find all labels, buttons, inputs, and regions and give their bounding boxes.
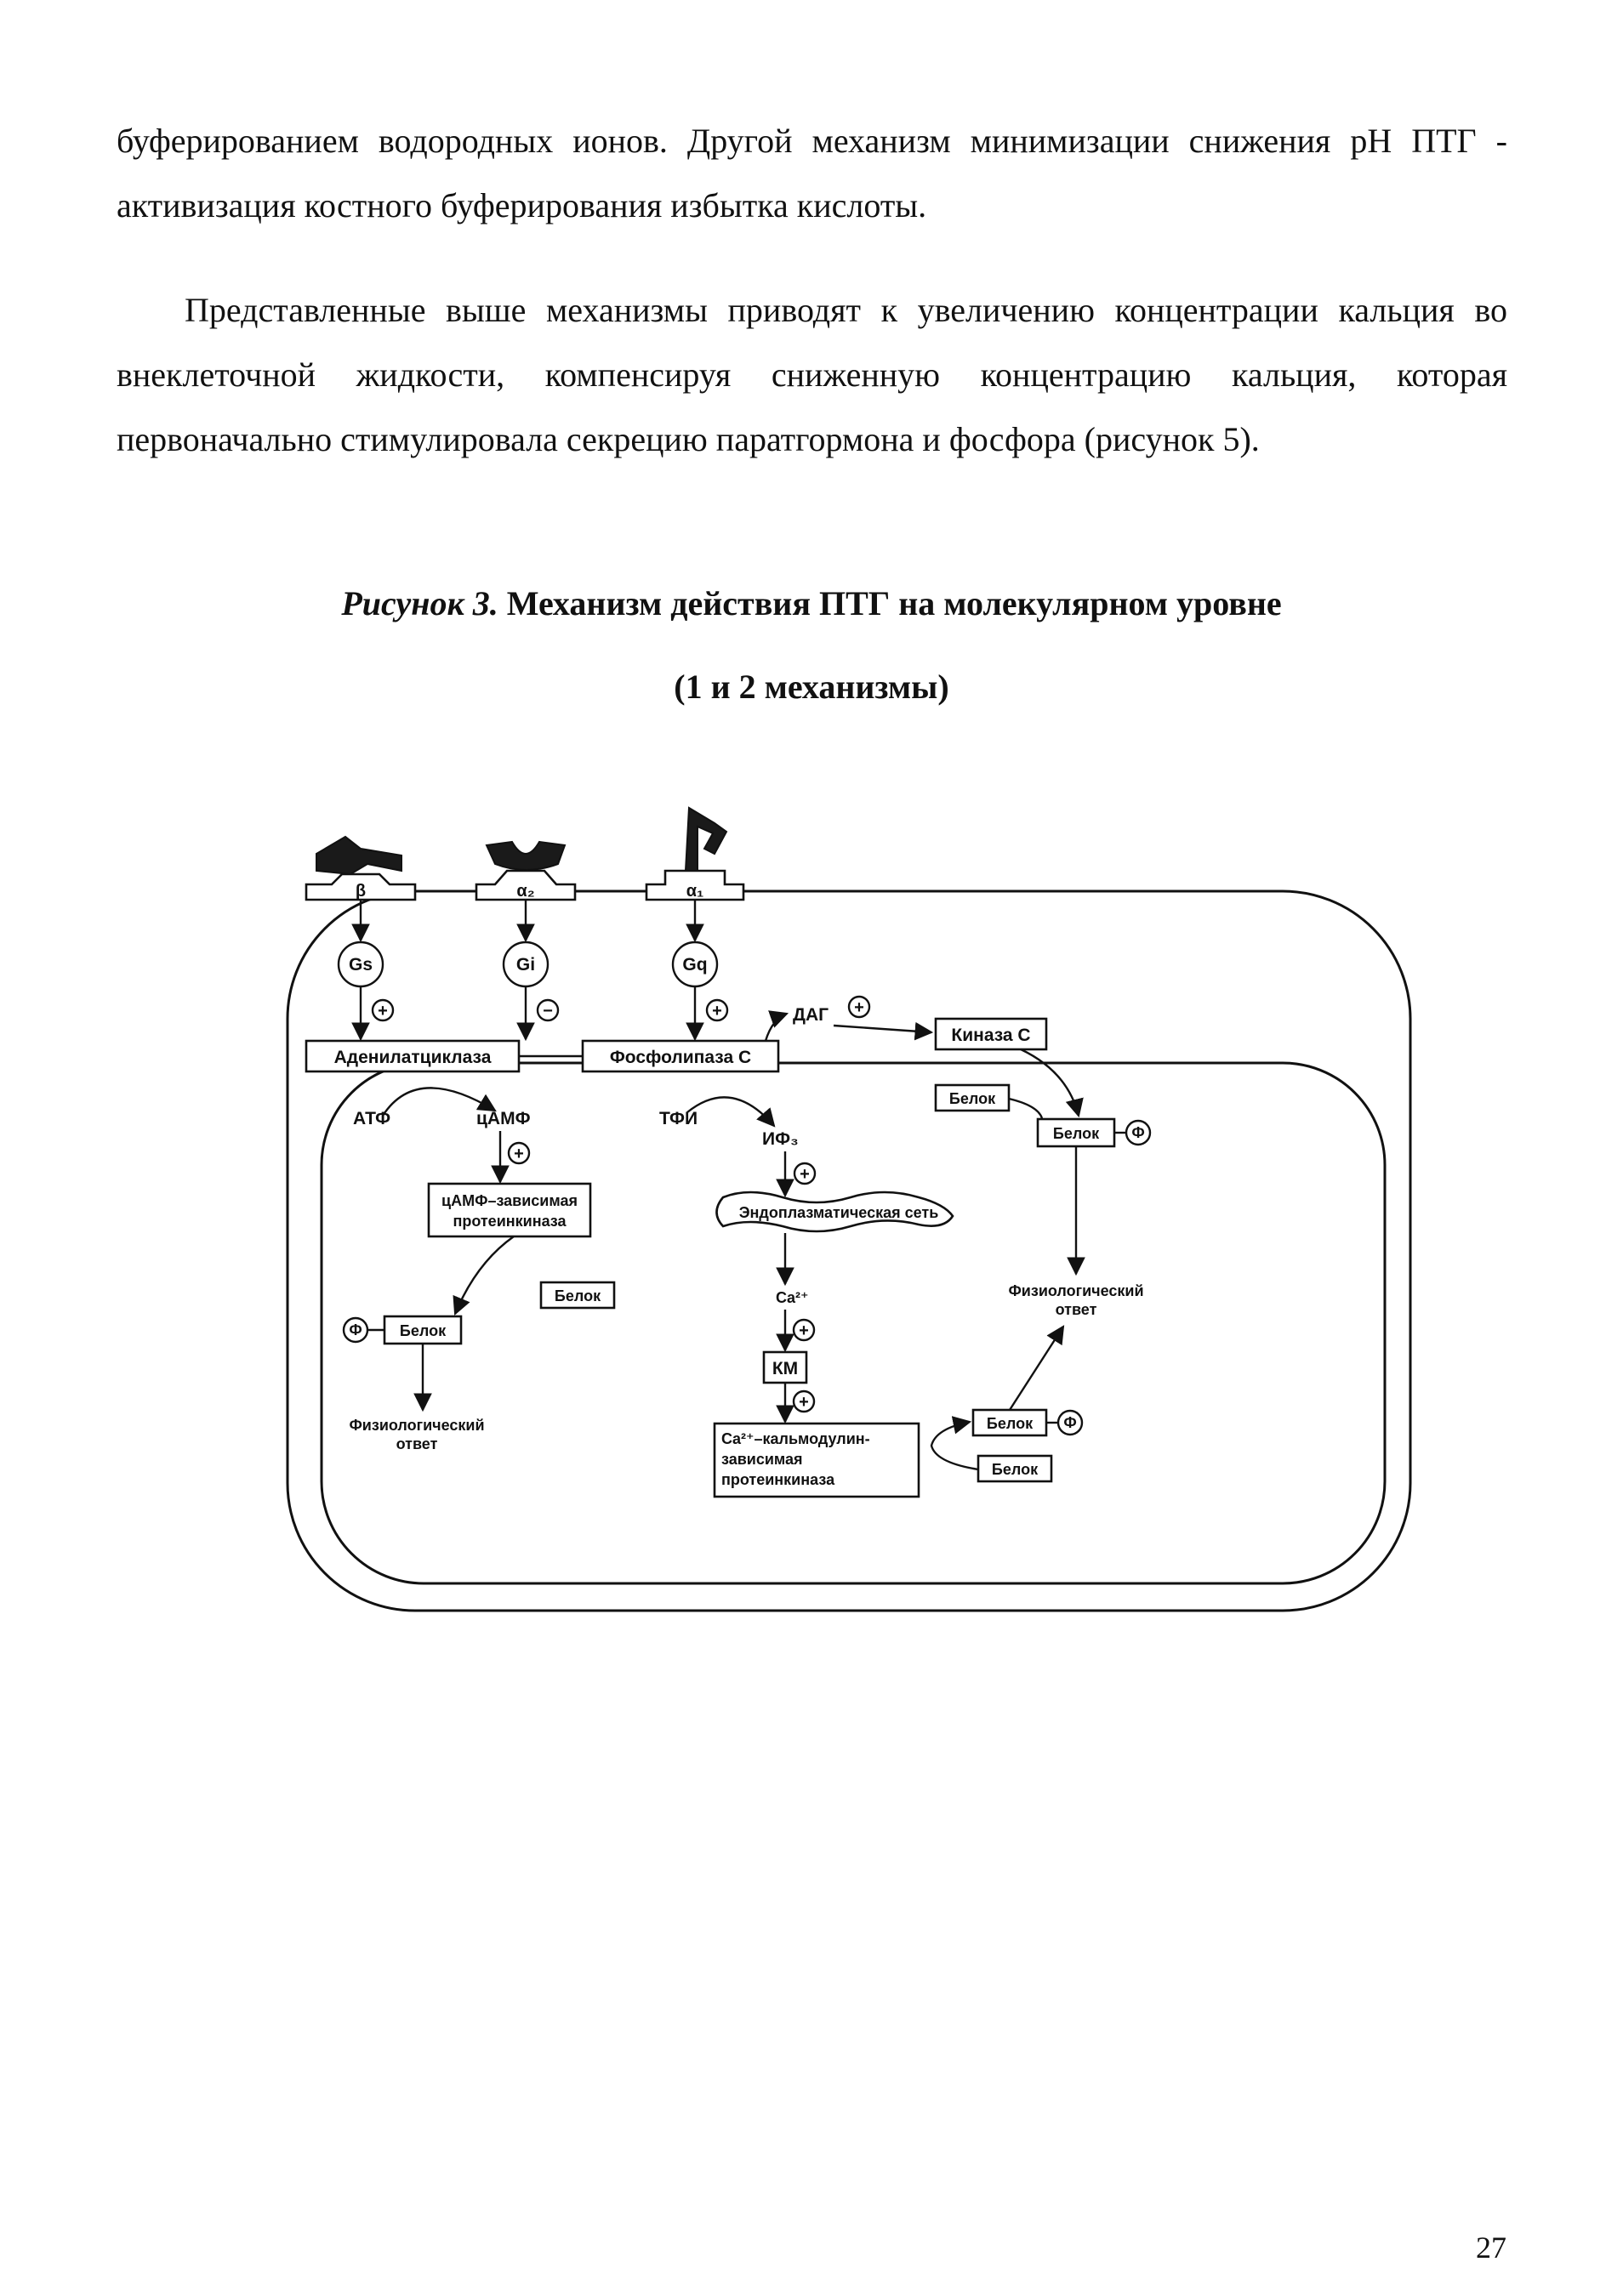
phospholipase-c-label: Фосфолипаза С [610, 1048, 751, 1067]
calmodulin-box [762, 1350, 808, 1384]
protein-box-kc-phos [1036, 1117, 1116, 1148]
ca-kinase-line2: зависимая [721, 1451, 803, 1468]
g-protein-gi-label: Gi [516, 955, 535, 975]
physio-response-left-1: Физиологический [349, 1417, 484, 1434]
protein-box-camp-phos [383, 1315, 463, 1345]
svg-text:Ф: Ф [1063, 1414, 1076, 1431]
ca-label: Ca²⁺ [776, 1289, 809, 1306]
phosphate-ca [1056, 1409, 1084, 1436]
paragraph-1: буферированием водородных ионов. Другой … [117, 122, 1507, 224]
physio-response-right-1: Физиологический [1008, 1282, 1143, 1299]
ca-kinase-box [713, 1422, 920, 1498]
protein-label-camp-input: Белок [555, 1287, 601, 1304]
pth-mechanism-diagram: β α₂ α₁ Gs Gi Gq [272, 782, 1421, 1641]
sign-plus-ca: + [799, 1321, 809, 1340]
svg-text:Ф: Ф [1131, 1124, 1144, 1141]
protein-box-kc-input [934, 1083, 1011, 1112]
page-number: 27 [1476, 2231, 1506, 2265]
sign-plus-km: + [799, 1393, 809, 1412]
camp-kinase-box [427, 1182, 592, 1238]
phospholipase-c-box [581, 1039, 780, 1073]
sign-plus-ip3: + [800, 1165, 810, 1184]
camp-kinase-line1: цАМФ–зависимая [441, 1192, 578, 1209]
protein-label-ca-phos: Белок [987, 1415, 1034, 1432]
camp-label: цАМФ [476, 1109, 531, 1128]
svg-text:Ф: Ф [349, 1321, 362, 1338]
calmodulin-label: КМ [772, 1359, 798, 1378]
phosphate-kc [1125, 1119, 1152, 1146]
receptor-alpha1: α₁ [645, 806, 745, 901]
receptor-beta-label: β [356, 882, 366, 901]
kinase-c-label: Киназа С [951, 1026, 1030, 1045]
sign-minus-gi: − [543, 1002, 553, 1020]
ca-kinase-line1: Ca²⁺–кальмодулин- [721, 1430, 870, 1447]
figure-caption-lead: Рисунок 3. [341, 584, 498, 622]
figure-caption-subtitle: (1 и 2 механизмы) [674, 668, 949, 706]
protein-label-kc-input: Белок [949, 1090, 996, 1107]
sign-plus-camp: + [514, 1145, 524, 1163]
cell-outer-membrane [286, 889, 1412, 1612]
protein-label-kc-phos: Белок [1053, 1125, 1100, 1142]
physio-response-left-2: ответ [396, 1435, 438, 1452]
g-protein-gq-label: Gq [682, 955, 707, 975]
tfi-label: ТФИ [659, 1109, 698, 1128]
sign-plus-gs: + [378, 1002, 388, 1020]
physio-response-right-2: ответ [1056, 1301, 1097, 1318]
sign-plus-gq: + [712, 1002, 722, 1020]
protein-label-camp-phos: Белок [400, 1322, 447, 1339]
figure-caption-title: Механизм действия ПТГ на молекулярном ур… [506, 584, 1282, 622]
sign-plus-dag: + [854, 998, 864, 1017]
ip3-label: ИФ₃ [762, 1129, 799, 1149]
cell-inner-membrane [320, 1061, 1387, 1585]
atp-label: АТФ [353, 1109, 390, 1128]
endoplasmic-reticulum [715, 1191, 954, 1233]
dag-label: ДАГ [793, 1005, 829, 1025]
protein-label-ca-input: Белок [992, 1461, 1039, 1478]
receptor-alpha1-label: α₁ [686, 882, 704, 901]
camp-kinase-line2: протеинкиназа [453, 1213, 567, 1230]
figure-caption: Рисунок 3. Механизм действия ПТГ на моле… [0, 583, 1623, 623]
receptor-beta: β [305, 835, 417, 901]
receptor-alpha2: α₂ [475, 840, 577, 901]
adenylate-cyclase-label: Аденилатциклаза [334, 1048, 492, 1067]
protein-box-camp-input [539, 1281, 616, 1310]
ca-kinase-line3: протеинкиназа [721, 1471, 835, 1488]
er-label: Эндоплазматическая сеть [739, 1204, 939, 1221]
kinase-c-box [934, 1017, 1048, 1051]
receptor-alpha2-label: α₂ [516, 882, 534, 901]
protein-box-ca-input [977, 1454, 1053, 1483]
g-protein-gs-label: Gs [349, 955, 373, 975]
paragraph-2: Представленные выше механизмы приводят к… [117, 291, 1507, 458]
